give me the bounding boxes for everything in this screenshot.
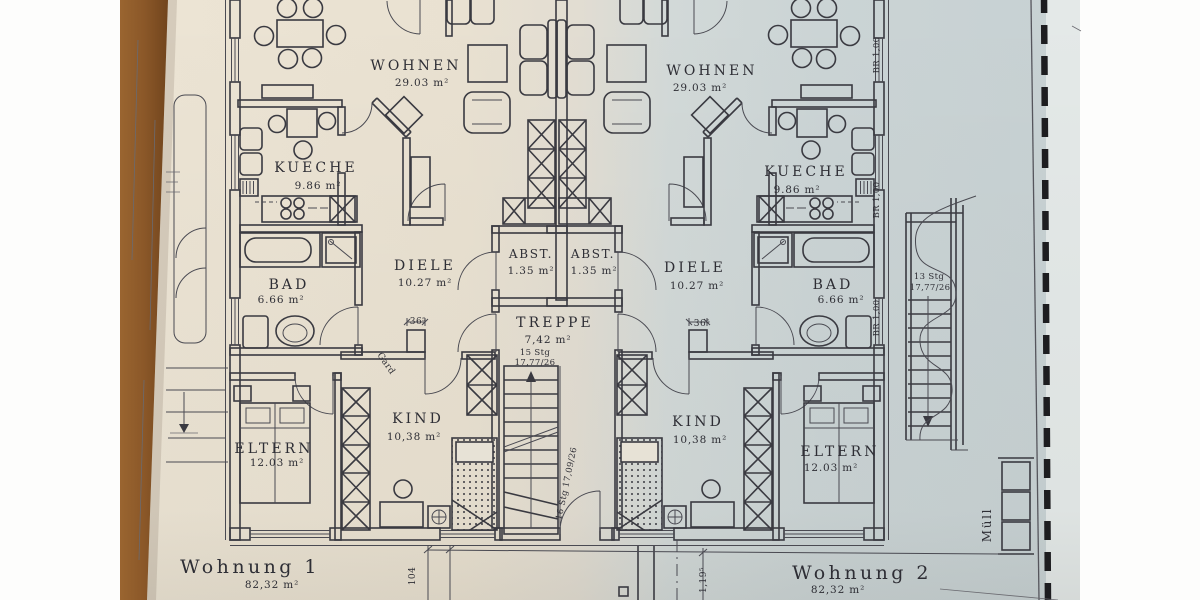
area-label-treppe: 7,42 m²: [525, 334, 572, 346]
right-stair-rise: 17,77/26: [910, 283, 951, 293]
plan-drawing: [166, 0, 1082, 600]
stair-up-arrow: [526, 371, 536, 382]
trash-label: Müll: [980, 508, 994, 542]
sill-label-mid: BR 1,00: [872, 182, 882, 219]
area-label-wohnen-left: 29.03 m²: [395, 77, 449, 89]
sill-label-top: BR 1,00: [872, 37, 882, 74]
room-label-abst-right: ABST.: [570, 247, 615, 261]
room-labels: WOHNEN 29.03 m² WOHNEN 29.03 m² KUECHE 9…: [234, 58, 879, 474]
apartment-label-wohnung2: Wohnung 2: [792, 562, 932, 584]
area-label-diele-left: 10.27 m²: [398, 277, 452, 289]
entrance-door-arc: [559, 490, 601, 532]
wood-grain: [131, 39, 156, 561]
apartment-area-wohnung2: 82,32 m²: [811, 584, 865, 596]
area-label-abst-left: 1.35 m²: [508, 265, 555, 277]
lounge-furniture: [384, 0, 558, 208]
dim-104-label: 104: [408, 567, 418, 586]
room-label-wohnen-left: WOHNEN: [370, 58, 461, 74]
area-label-kueche-right: 9.86 m²: [774, 184, 821, 196]
entry-steps: [637, 546, 655, 600]
apartment-area-wohnung1: 82,32 m²: [245, 579, 299, 591]
area-label-bad-left: 6.66 m²: [258, 294, 305, 306]
trash-bins: [998, 457, 1034, 555]
room-label-wohnen-right: WOHNEN: [666, 63, 757, 79]
area-label-diele-right: 10.27 m²: [670, 280, 724, 292]
dining-set: [253, 0, 347, 70]
room-label-treppe: TREPPE: [516, 315, 594, 331]
edge-marks: [939, 25, 1082, 600]
room-label-kueche-right: KUECHE: [764, 164, 848, 180]
central-staircase: [503, 365, 655, 600]
room-label-kind-right: KIND: [672, 414, 724, 430]
room-label-eltern-right: ELTERN: [800, 444, 879, 460]
bottom-dimensions: [423, 540, 1001, 600]
right-stair-count: 13 Stg: [914, 272, 944, 282]
area-label-eltern-right: 12.03 m²: [804, 462, 858, 474]
center-stair-rise: 17,77/26: [515, 358, 556, 368]
door-arcs: [294, 0, 497, 415]
apartment-geometry: [225, 0, 568, 546]
child-room-furniture: [341, 354, 498, 531]
room-label-diele-left: DIELE: [394, 258, 456, 274]
stair-break-curve: [914, 195, 977, 441]
dim-1195-label: 1,19⁵: [699, 567, 709, 593]
apartment-labels: Wohnung 1 82,32 m² Wohnung 2 82,32 m²: [180, 556, 932, 596]
right-exterior-stair: [905, 195, 977, 451]
boundary-dashed-line: [1040, 0, 1052, 600]
room-label-bad-right: BAD: [813, 277, 854, 293]
area-label-wohnen-right: 29.03 m²: [673, 82, 727, 94]
area-label-eltern-left: 12.03 m²: [250, 457, 304, 469]
site-line: [1030, 0, 1040, 600]
paper-shading: [147, 0, 1080, 600]
room-label-kueche-left: KUECHE: [274, 160, 358, 176]
room-label-abst-left: ABST.: [508, 247, 553, 261]
niche-dim-right: 36⁵: [694, 319, 710, 329]
room-label-kind-left: KIND: [392, 411, 444, 427]
left-garden: [166, 94, 228, 463]
area-label-abst-right: 1.35 m²: [571, 265, 618, 277]
bathroom-fixtures: [239, 232, 361, 349]
niche-dimension: [403, 318, 429, 326]
garden-down-arrow: [179, 424, 189, 433]
sideboard: [261, 84, 314, 99]
parents-bed: [233, 385, 311, 504]
room-label-bad-left: BAD: [269, 277, 310, 293]
sill-label-bottom: BR 1,00: [872, 300, 882, 337]
room-label-diele-right: DIELE: [664, 260, 726, 276]
area-label-bad-right: 6.66 m²: [818, 294, 865, 306]
area-label-kind-right: 10,38 m²: [673, 434, 727, 446]
kitchen-fixtures: [239, 108, 358, 223]
center-stair-count: 15 Stg: [520, 348, 550, 358]
apartment-label-wohnung1: Wohnung 1: [180, 556, 320, 578]
area-label-kueche-left: 9.86 m²: [295, 180, 342, 192]
niche-dim-left: 36⁵: [410, 317, 426, 327]
area-label-kind-left: 10,38 m²: [387, 431, 441, 443]
wooden-table-edge: [120, 0, 170, 600]
room-label-eltern-left: ELTERN: [234, 441, 313, 457]
hall-wardrobe: [502, 119, 556, 225]
